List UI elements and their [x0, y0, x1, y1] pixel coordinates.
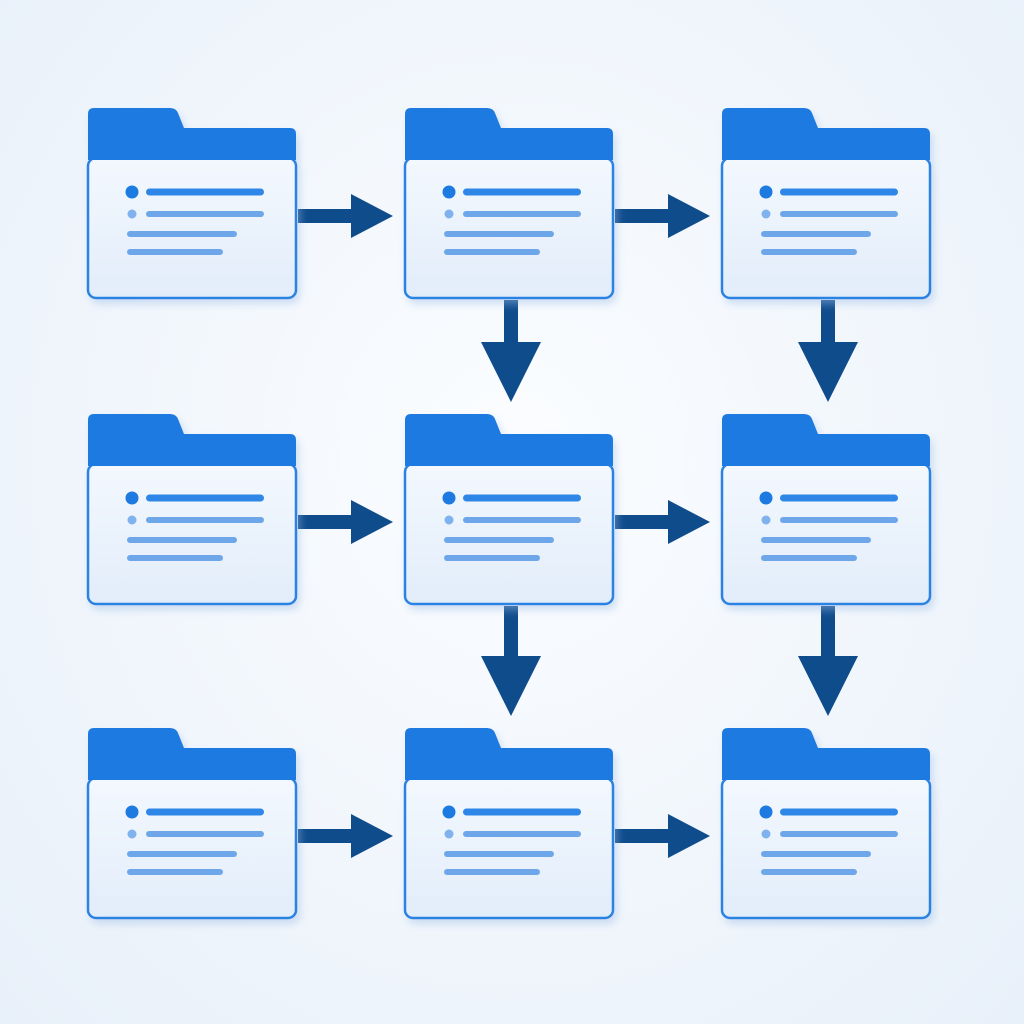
arrow-icon — [615, 814, 710, 858]
folder-header-band — [405, 448, 613, 466]
arrow-icon — [481, 300, 541, 402]
text-line — [761, 869, 857, 875]
arrow-icon — [798, 300, 858, 402]
folder-node — [403, 414, 615, 606]
bullet-dot — [759, 805, 773, 819]
text-line — [780, 188, 898, 196]
bullet-dot — [125, 805, 139, 819]
folder-header-band — [88, 142, 296, 160]
text-line — [127, 231, 237, 237]
arrow-icon — [615, 194, 710, 238]
text-line — [444, 851, 554, 857]
folder-header-band — [88, 762, 296, 780]
text-line — [146, 808, 264, 816]
bullet-dot — [127, 829, 137, 839]
folder-body — [720, 462, 932, 606]
text-line — [780, 517, 898, 523]
folder-header-band — [722, 762, 930, 780]
text-line — [761, 555, 857, 561]
text-line — [146, 831, 264, 837]
arrow-icon — [298, 500, 393, 544]
text-line — [463, 494, 581, 502]
text-line — [146, 517, 264, 523]
folder-header-band — [722, 142, 930, 160]
arrow-icon — [298, 194, 393, 238]
bullet-dot — [125, 185, 139, 199]
text-line — [463, 517, 581, 523]
bullet-dot — [442, 491, 456, 505]
folder-body — [403, 462, 615, 606]
folder-node — [86, 108, 298, 300]
bullet-dot — [442, 185, 456, 199]
folder-body — [720, 156, 932, 300]
text-line — [444, 869, 540, 875]
text-line — [127, 537, 237, 543]
text-line — [761, 537, 871, 543]
text-line — [463, 188, 581, 196]
text-line — [127, 555, 223, 561]
bullet-dot — [125, 491, 139, 505]
text-line — [444, 231, 554, 237]
text-line — [780, 211, 898, 217]
folder-node — [720, 728, 932, 920]
folder-body — [86, 462, 298, 606]
bullet-dot — [444, 209, 454, 219]
text-line — [146, 188, 264, 196]
arrow-icon — [481, 606, 541, 716]
text-line — [780, 831, 898, 837]
text-line — [444, 555, 540, 561]
text-line — [463, 808, 581, 816]
arrow-icon — [615, 500, 710, 544]
text-line — [463, 211, 581, 217]
folder-node — [403, 728, 615, 920]
text-line — [761, 231, 871, 237]
text-line — [127, 869, 223, 875]
folder-header-band — [722, 448, 930, 466]
folder-node — [86, 728, 298, 920]
bullet-dot — [444, 829, 454, 839]
bullet-dot — [761, 515, 771, 525]
bullet-dot — [127, 209, 137, 219]
text-line — [146, 494, 264, 502]
folder-body — [86, 776, 298, 920]
arrow-icon — [798, 606, 858, 716]
folder-header-band — [88, 448, 296, 466]
arrow-icon — [298, 814, 393, 858]
text-line — [780, 494, 898, 502]
text-line — [127, 249, 223, 255]
folder-node — [86, 414, 298, 606]
folder-body — [403, 776, 615, 920]
bullet-dot — [127, 515, 137, 525]
folder-node — [720, 108, 932, 300]
folder-body — [403, 156, 615, 300]
folders-layer — [86, 108, 932, 920]
folder-body — [720, 776, 932, 920]
bullet-dot — [761, 829, 771, 839]
text-line — [127, 851, 237, 857]
bullet-dot — [759, 491, 773, 505]
text-line — [761, 851, 871, 857]
folder-node — [720, 414, 932, 606]
folder-header-band — [405, 762, 613, 780]
bullet-dot — [761, 209, 771, 219]
text-line — [444, 537, 554, 543]
text-line — [146, 211, 264, 217]
folder-header-band — [405, 142, 613, 160]
bullet-dot — [444, 515, 454, 525]
bullet-dot — [759, 185, 773, 199]
text-line — [780, 808, 898, 816]
folder-node — [403, 108, 615, 300]
folder-body — [86, 156, 298, 300]
bullet-dot — [442, 805, 456, 819]
text-line — [761, 249, 857, 255]
text-line — [463, 831, 581, 837]
arrows-layer — [298, 194, 858, 858]
text-line — [444, 249, 540, 255]
